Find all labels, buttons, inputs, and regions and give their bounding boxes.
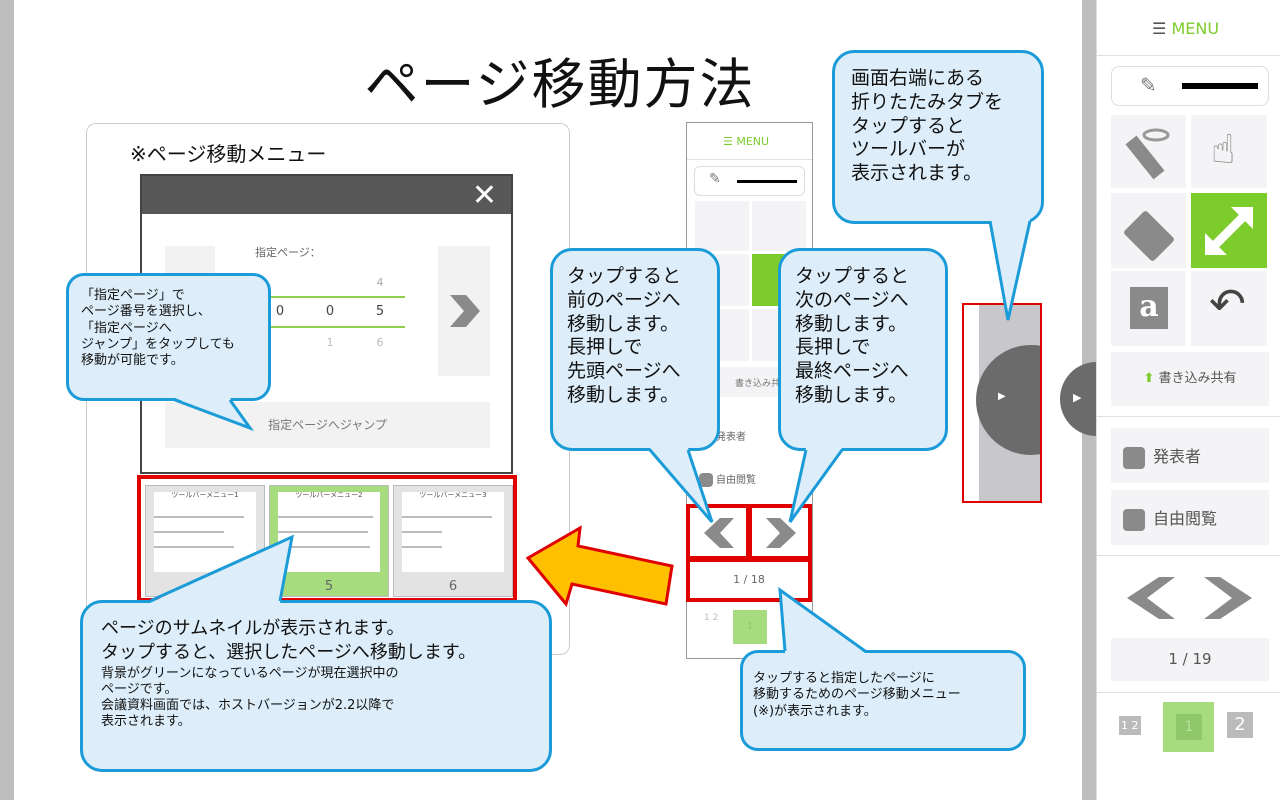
- next-page-button[interactable]: [438, 246, 490, 376]
- thumbnail[interactable]: ツールバーメニュー3 6: [393, 485, 513, 597]
- callout-prev: タップすると前のページへ移動します。長押しで先頭ページへ移動します。: [550, 248, 720, 451]
- card-label: ※ページ移動メニュー: [130, 142, 327, 166]
- picker-line: [255, 326, 405, 328]
- pen-tool[interactable]: [1111, 115, 1186, 188]
- phone-menu[interactable]: ☰ MENU: [723, 135, 770, 148]
- line-width-icon: [737, 180, 797, 183]
- slide-title: ページ移動方法: [364, 53, 756, 116]
- prev-page-button[interactable]: [1125, 575, 1177, 621]
- phone-page-counter[interactable]: 1 / 18: [686, 558, 812, 602]
- two-page-mode[interactable]: 1 2: [1119, 716, 1141, 735]
- free-browse-checkbox[interactable]: 自由閲覧: [699, 471, 756, 487]
- thumbnail-selected[interactable]: ツールバーメニュー2 5: [269, 485, 389, 597]
- page-2-mode[interactable]: 2: [1227, 712, 1253, 738]
- phone-page-single[interactable]: 1: [733, 610, 767, 644]
- phone-prev-button[interactable]: [686, 504, 750, 560]
- callout-specified-page: 「指定ページ」でページ番号を選択し、「指定ページへジャンプ」をタップしても移動が…: [66, 273, 271, 401]
- pencil-icon: ✎: [709, 171, 721, 187]
- pen-selector[interactable]: ✎: [1111, 66, 1269, 106]
- modal-header: ✕: [142, 176, 511, 214]
- presenter-checkbox[interactable]: 発表者: [1111, 428, 1269, 483]
- chevron-right-icon: [766, 518, 796, 548]
- thumbnail[interactable]: ツールバーメニュー1: [145, 485, 265, 597]
- left-edge: [0, 0, 14, 800]
- hand-tool[interactable]: ☝: [1191, 115, 1267, 188]
- phone-next-button[interactable]: [748, 504, 812, 560]
- page-counter-button[interactable]: 1 / 19: [1111, 638, 1269, 681]
- text-tool[interactable]: a: [1111, 271, 1186, 346]
- expand-arrows-icon: [1205, 207, 1253, 255]
- undo-tool[interactable]: ↶: [1191, 271, 1267, 346]
- jump-button[interactable]: 指定ページへジャンプ: [165, 402, 490, 448]
- hand-tool[interactable]: [752, 201, 806, 251]
- close-icon[interactable]: ✕: [471, 178, 497, 213]
- line-width-icon: [1182, 83, 1258, 89]
- chevron-right-icon: [450, 295, 480, 327]
- eraser-tool[interactable]: [1111, 193, 1186, 268]
- free-browse-checkbox[interactable]: 自由閲覧: [1111, 490, 1269, 545]
- pen-selector[interactable]: ✎: [694, 166, 805, 196]
- specified-page-label: 指定ページ：: [255, 246, 321, 259]
- hand-pointer-icon: ☝: [1211, 127, 1236, 173]
- chevron-left-icon: [704, 518, 734, 548]
- share-arrow-icon: ⬆: [1143, 371, 1155, 386]
- callout-page-counter: タップすると指定したページに移動するためのページ移動メニュー(※)が表示されます…: [740, 650, 1026, 751]
- share-annotations-button[interactable]: ⬆ 書き込み共有: [1111, 352, 1269, 406]
- pen-tool[interactable]: [695, 201, 749, 251]
- pen-icon: [1125, 128, 1170, 180]
- hamburger-icon: ☰: [1152, 19, 1167, 38]
- play-icon: ▶: [1073, 391, 1082, 404]
- menu-button[interactable]: ☰ MENU: [1152, 19, 1220, 38]
- single-page-mode[interactable]: 1: [1163, 702, 1214, 752]
- picker-line: [255, 296, 405, 298]
- phone-page-mode[interactable]: 1 2: [704, 613, 719, 623]
- next-page-button[interactable]: [1202, 575, 1254, 621]
- callout-next: タップすると次のページへ移動します。長押しで最終ページへ移動します。: [778, 248, 948, 451]
- undo-icon: ↶: [1209, 279, 1246, 330]
- thumbnail-strip: ツールバーメニュー1 ツールバーメニュー2 5 ツールバーメニュー3 6: [137, 475, 517, 602]
- pencil-icon: ✎: [1140, 73, 1157, 97]
- toolbar-sidebar: ☰ MENU ✎ ☝ a ↶ ⬆ 書き込み共有 発表者 自由閲覧 1 / 19 …: [1096, 0, 1280, 800]
- resize-tool[interactable]: [1191, 193, 1267, 268]
- eraser-icon: [1124, 211, 1174, 261]
- picker-above-row[interactable]: 4: [376, 276, 384, 289]
- callout-thumbnails: ページのサムネイルが表示されます。 タップすると、選択したページへ移動します。 …: [80, 600, 552, 772]
- callout-toolbar-tab: 画面右端にある折りたたみタブをタップするとツールバーが表示されます。: [832, 50, 1044, 224]
- collapsed-tab-zoom: ▶: [962, 303, 1042, 503]
- text-a-icon: a: [1130, 287, 1168, 329]
- arrow-left-icon: [525, 525, 674, 608]
